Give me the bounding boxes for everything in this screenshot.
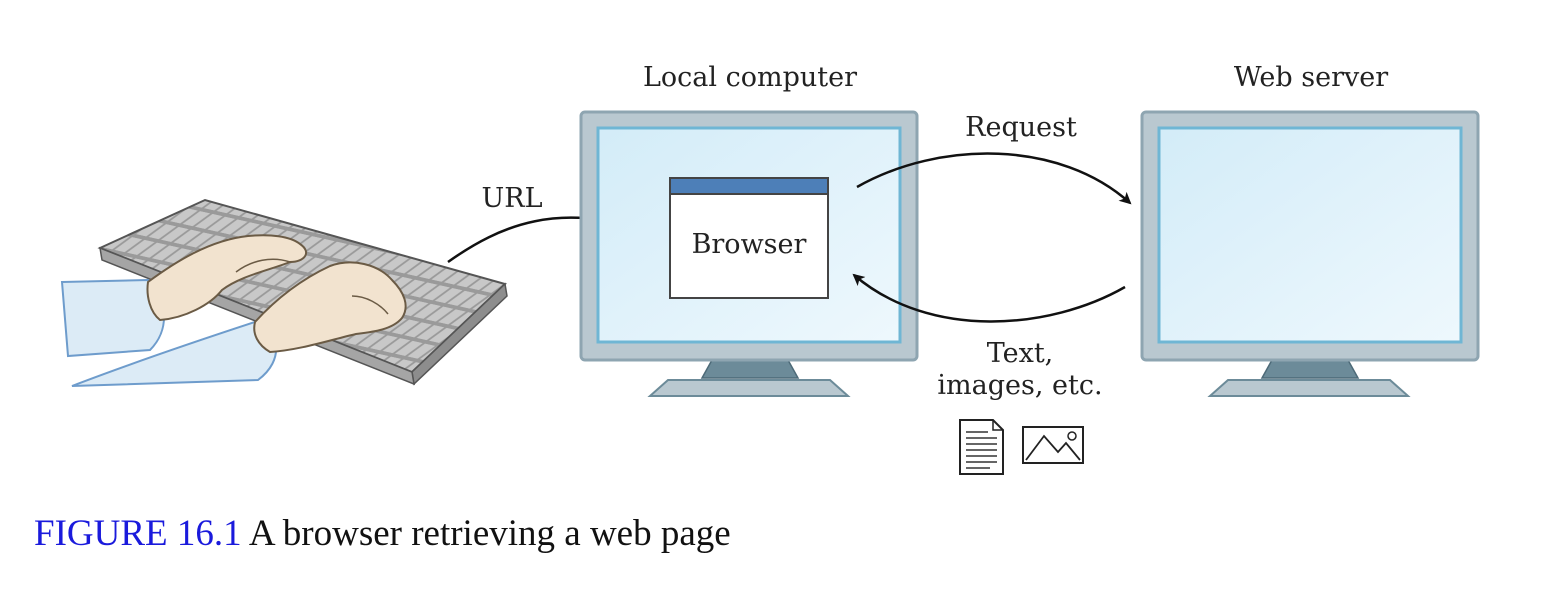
document-icon: [959, 419, 1004, 475]
browser-window: Browser: [669, 177, 829, 299]
response-arrow: [852, 273, 1126, 323]
web-server-label: Web server: [1234, 62, 1388, 93]
hand: [146, 234, 308, 322]
figure-caption: FIGURE 16.1 A browser retrieving a web p…: [34, 512, 731, 555]
local-computer-label: Local computer: [643, 62, 857, 93]
request-label: Request: [965, 112, 1077, 143]
request-arrow: [856, 152, 1132, 205]
web-server-monitor: [1140, 110, 1480, 397]
keyboard-hands-icon: [60, 198, 508, 387]
caption-text: A browser retrieving a web page: [248, 513, 731, 554]
hand: [253, 261, 407, 354]
figure-number: FIGURE 16.1: [34, 513, 242, 554]
web-server-screen: [1157, 126, 1463, 344]
response-label-line1: Text,: [987, 338, 1054, 369]
local-computer-monitor: Browser: [579, 110, 919, 397]
response-label-line2: images, etc.: [937, 370, 1102, 401]
browser-titlebar: [669, 177, 829, 195]
sleeve: [71, 320, 277, 387]
url-label: URL: [481, 183, 542, 214]
image-icon: [1022, 426, 1084, 464]
browser-label: Browser: [692, 229, 807, 260]
